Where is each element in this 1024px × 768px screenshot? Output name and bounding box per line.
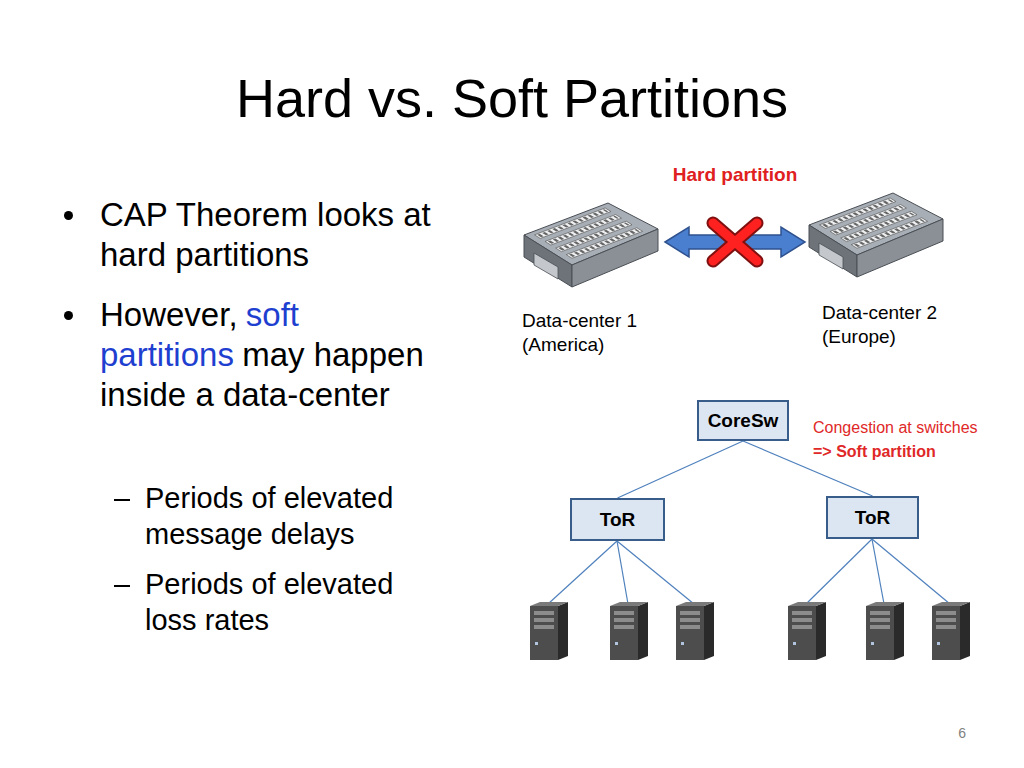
switch-box: CoreSw xyxy=(697,400,789,441)
server-icon xyxy=(788,602,826,660)
bullet-dash xyxy=(114,585,130,587)
link-line xyxy=(618,441,744,498)
annotation-note: Congestion at switches xyxy=(813,419,978,436)
wire xyxy=(872,539,950,604)
switch-label: CoreSw xyxy=(708,410,779,432)
switch-box: ToR xyxy=(570,498,665,541)
tor-server-wires xyxy=(548,539,950,604)
server-icon xyxy=(530,602,568,660)
text-block: Periods of elevated loss rates xyxy=(145,566,440,638)
wire xyxy=(548,541,617,604)
bullet-text: However, xyxy=(100,296,238,333)
text-block: However,soft partitionsmay happen inside… xyxy=(100,295,438,415)
text-block: => Soft partition xyxy=(813,441,1018,463)
wire xyxy=(617,541,628,604)
bullet-dash xyxy=(114,499,130,501)
datacenter-label: Data-center 2 (Europe) xyxy=(822,301,950,349)
bullet-text: CAP Theorem looks at hard partitions xyxy=(100,196,431,273)
cross-stroke xyxy=(713,223,757,261)
text-block: CAP Theorem looks at hard partitions xyxy=(100,195,438,275)
server-icon xyxy=(676,602,714,660)
datacenter-illustration xyxy=(809,193,943,277)
slide-title: Hard vs. Soft Partitions xyxy=(0,68,1024,128)
wire xyxy=(617,541,694,604)
bullet-dot xyxy=(64,311,73,320)
server-icon xyxy=(932,602,970,660)
switch-label: ToR xyxy=(855,507,891,529)
datacenter-node: Data-center 1 (America) xyxy=(520,195,665,360)
text-block: Congestion at switches xyxy=(813,417,1018,439)
datacenter-node: Data-center 2 (Europe) xyxy=(805,185,965,357)
switch-label: ToR xyxy=(600,509,636,531)
server-icon xyxy=(610,602,648,660)
switch-box: ToR xyxy=(826,496,919,539)
cross-stroke xyxy=(713,223,757,261)
annotation-note: => Soft partition xyxy=(813,443,936,460)
text-block: Periods of elevated message delays xyxy=(145,480,440,552)
wire xyxy=(806,539,872,604)
bullet-dot xyxy=(64,211,73,220)
datacenter-illustration xyxy=(524,203,658,287)
server-icon xyxy=(866,602,904,660)
sub-bullet-text: Periods of elevated message delays xyxy=(145,482,393,550)
cross-stroke xyxy=(713,223,757,261)
wire xyxy=(872,539,884,604)
datacenter-label: Data-center 1 (America) xyxy=(522,309,650,357)
page-number: 6 xyxy=(958,725,966,741)
cross-stroke xyxy=(713,223,757,261)
partition-cross xyxy=(713,223,757,261)
text-block: 6 xyxy=(930,724,966,742)
edge-label: Hard partition xyxy=(673,164,798,186)
sub-bullet-text: Periods of elevated loss rates xyxy=(145,568,393,636)
